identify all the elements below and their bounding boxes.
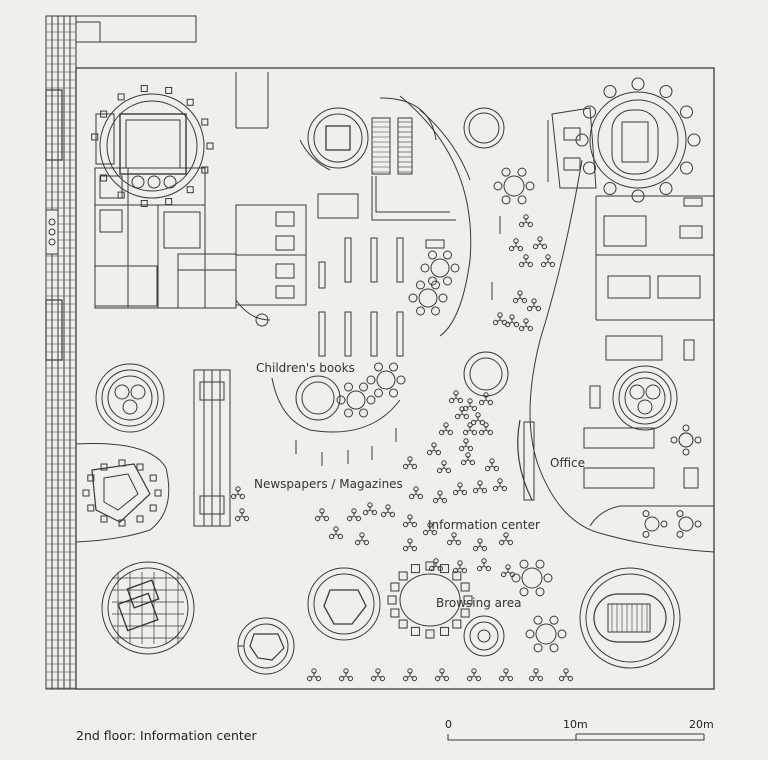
column-childrens	[295, 375, 341, 421]
browsing-table	[399, 573, 461, 627]
label-information-center: Information center	[428, 518, 540, 532]
staff-rooms-nw	[235, 72, 307, 327]
column-se	[579, 567, 681, 669]
column-s2	[307, 567, 381, 641]
column-top-1	[307, 107, 369, 169]
core-nw	[95, 93, 205, 199]
office-area	[583, 195, 714, 527]
label-browsing-area: Browsing area	[436, 596, 522, 610]
column-s1	[237, 617, 295, 675]
facade-strip	[45, 15, 197, 690]
scale-tick-20m: 20m	[689, 718, 714, 731]
escalator	[193, 369, 231, 527]
column-west	[95, 363, 165, 433]
core-ne	[547, 91, 687, 189]
label-office: Office	[550, 456, 586, 470]
central-stair	[371, 97, 471, 221]
label-childrens-books: Children's books	[256, 361, 355, 375]
label-newspapers-magazines: Newspapers / Magazines	[254, 477, 403, 491]
office-curved-wall	[529, 159, 715, 553]
childrens-area-boundary	[399, 95, 472, 337]
childrens-bookshelves	[318, 237, 404, 357]
scale-bar	[447, 733, 705, 741]
figure-caption: 2nd floor: Information center	[76, 728, 257, 743]
restrooms-block	[94, 167, 237, 309]
column-sw	[101, 561, 195, 655]
scale-tick-10m: 10m	[563, 718, 588, 731]
reading-lounge-west	[75, 443, 170, 543]
column-east	[612, 365, 678, 431]
column-s3	[463, 615, 505, 657]
column-top-2	[463, 107, 505, 149]
newspaper-racks	[295, 216, 501, 466]
childrens-area-curve	[271, 377, 401, 433]
column-center	[463, 351, 509, 397]
scale-tick-0: 0	[445, 718, 452, 731]
